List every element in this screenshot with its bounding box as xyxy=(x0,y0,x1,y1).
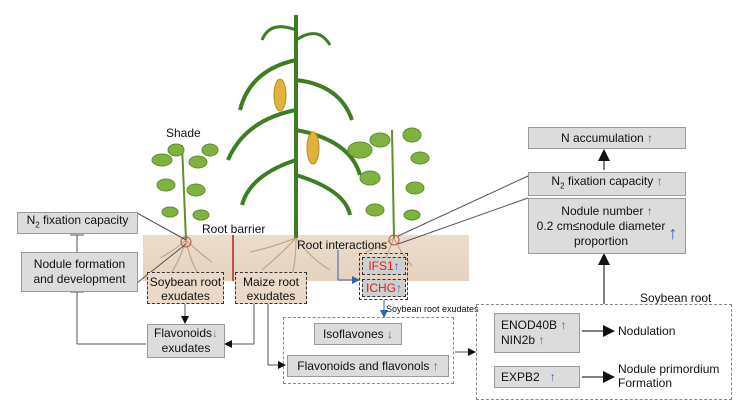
shade-label: Shade xyxy=(166,126,201,140)
ifs1-gene: IFS1↑ xyxy=(362,257,406,275)
soybean-root-label: Soybean root xyxy=(640,291,712,305)
ichg-gene: ICHG↑ xyxy=(362,279,406,297)
soybean-plant-right xyxy=(347,127,430,239)
enod-nin-box: ENOD40B ↑NIN2b ↑ xyxy=(494,313,580,353)
middle-flavonoid-container xyxy=(283,317,454,384)
nodulation-label: Nodulation xyxy=(618,324,676,338)
soybean-root-exudates-small-label: Soybean root exudates xyxy=(386,304,479,314)
left-n2-fixation-box: N2 fixation capacity xyxy=(17,212,138,234)
root-highlight-right xyxy=(388,234,400,246)
right-n2-fixation-box: N2 fixation capacity ↑ xyxy=(528,172,686,196)
soybean-plant-left xyxy=(151,143,219,241)
callout-line-right-top xyxy=(397,175,529,237)
root-highlight-left xyxy=(180,236,192,248)
expb2-box: EXPB2 ↑ xyxy=(494,366,580,388)
callout-line-left-bottom xyxy=(136,243,187,284)
n-accumulation-box: N accumulation ↑ xyxy=(528,127,686,149)
flavonoids-exudates-box: Flavonoids↓exudates xyxy=(147,324,225,358)
root-barrier-line xyxy=(232,235,234,281)
callout-line-right-bottom xyxy=(397,197,529,245)
flavonoids-flavonols-box: Flavonoids and flavonols ↑ xyxy=(287,355,449,377)
right-gene-container xyxy=(476,304,732,400)
maize-plant xyxy=(226,15,362,238)
callout-line-left-top xyxy=(136,212,187,241)
isoflavones-box: Isoflavones ↓ xyxy=(314,323,402,345)
gene-box: IFS1↑ ICHG↑ xyxy=(359,253,408,300)
root-interactions-label: Root interactions xyxy=(297,238,388,252)
root-barrier-label: Root barrier xyxy=(202,222,266,236)
